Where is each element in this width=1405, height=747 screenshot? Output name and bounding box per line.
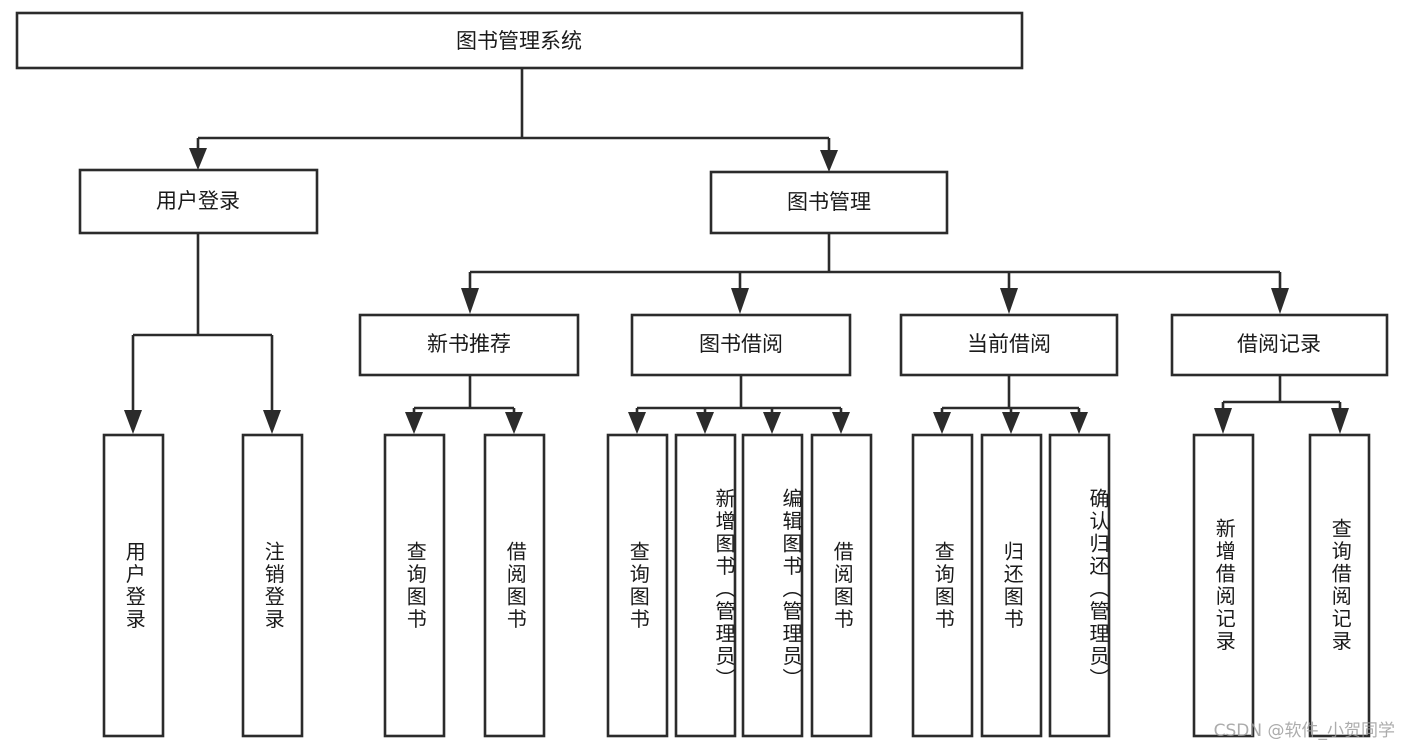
- node-borrow-record[interactable]: 借阅记录: [1170, 313, 1389, 377]
- leaf-box-add-borrow-record[interactable]: [1192, 433, 1255, 738]
- leaf-box-query-book-3[interactable]: [911, 433, 974, 738]
- arrow-head-icon: [933, 412, 951, 434]
- connector-user-login-to-leaves: [124, 233, 281, 434]
- arrow-head-icon: [1000, 288, 1018, 314]
- connector-root-to-level1: [189, 68, 838, 172]
- node-root-box[interactable]: [15, 11, 1024, 70]
- node-new-book-recommend-box[interactable]: [358, 313, 580, 377]
- arrow-head-icon: [1002, 412, 1020, 434]
- arrow-head-icon: [405, 412, 423, 434]
- leaf-box-borrow-book-1[interactable]: [483, 433, 546, 738]
- arrow-head-icon: [461, 288, 479, 314]
- arrow-head-icon: [731, 288, 749, 314]
- node-user-login-label: 用户登录: [156, 189, 240, 213]
- watermark: CSDN @软件_小贺同学: [1213, 721, 1395, 741]
- node-book-borrow-label: 图书借阅: [699, 332, 783, 356]
- leaf-box-query-borrow-record[interactable]: [1308, 433, 1371, 738]
- node-borrow-record-label: 借阅记录: [1237, 332, 1321, 356]
- connector-borrow-record-to-leaves: [1214, 375, 1349, 434]
- arrow-head-icon: [189, 148, 207, 170]
- node-root-label: 图书管理系统: [456, 29, 582, 53]
- leaf-box-add-book-admin[interactable]: [674, 433, 737, 738]
- arrow-head-icon: [505, 412, 523, 434]
- arrow-head-icon: [1271, 288, 1289, 314]
- arrow-head-icon: [263, 410, 281, 434]
- arrow-head-icon: [628, 412, 646, 434]
- connector-book-manage-to-level2: [461, 233, 1289, 314]
- node-current-borrow-box[interactable]: [899, 313, 1119, 377]
- leaf-box-query-book-1[interactable]: [383, 433, 446, 738]
- leaf-box-query-book-2[interactable]: [606, 433, 669, 738]
- node-root[interactable]: 图书管理系统: [15, 11, 1024, 70]
- arrow-head-icon: [1070, 412, 1088, 434]
- node-user-login-box[interactable]: [78, 168, 319, 235]
- connector-new-book-recommend-to-leaves: [405, 375, 523, 434]
- leaf-box-logout[interactable]: [241, 433, 304, 738]
- arrow-head-icon: [763, 412, 781, 434]
- node-book-manage[interactable]: 图书管理: [709, 170, 949, 235]
- node-current-borrow[interactable]: 当前借阅: [899, 313, 1119, 377]
- node-book-borrow[interactable]: 图书借阅: [630, 313, 852, 377]
- leaf-box-edit-book-admin[interactable]: [741, 433, 804, 738]
- node-book-manage-label: 图书管理: [787, 190, 871, 214]
- node-new-book-recommend-label: 新书推荐: [427, 332, 511, 356]
- node-new-book-recommend[interactable]: 新书推荐: [358, 313, 580, 377]
- arrow-head-icon: [124, 410, 142, 434]
- leaf-box-borrow-book-2[interactable]: [810, 433, 873, 738]
- connector-current-borrow-to-leaves: [933, 375, 1088, 434]
- arrow-head-icon: [1214, 408, 1232, 434]
- leaf-box-return-book[interactable]: [980, 433, 1043, 738]
- arrow-head-icon: [820, 150, 838, 172]
- arrow-head-icon: [832, 412, 850, 434]
- arrow-head-icon: [1331, 408, 1349, 434]
- arrow-head-icon: [696, 412, 714, 434]
- leaf-box-confirm-return-admin[interactable]: [1048, 433, 1111, 738]
- node-user-login[interactable]: 用户登录: [78, 168, 319, 235]
- leaf-box-user-login[interactable]: [102, 433, 165, 738]
- node-current-borrow-label: 当前借阅: [967, 332, 1051, 356]
- connector-book-borrow-to-leaves: [628, 375, 850, 434]
